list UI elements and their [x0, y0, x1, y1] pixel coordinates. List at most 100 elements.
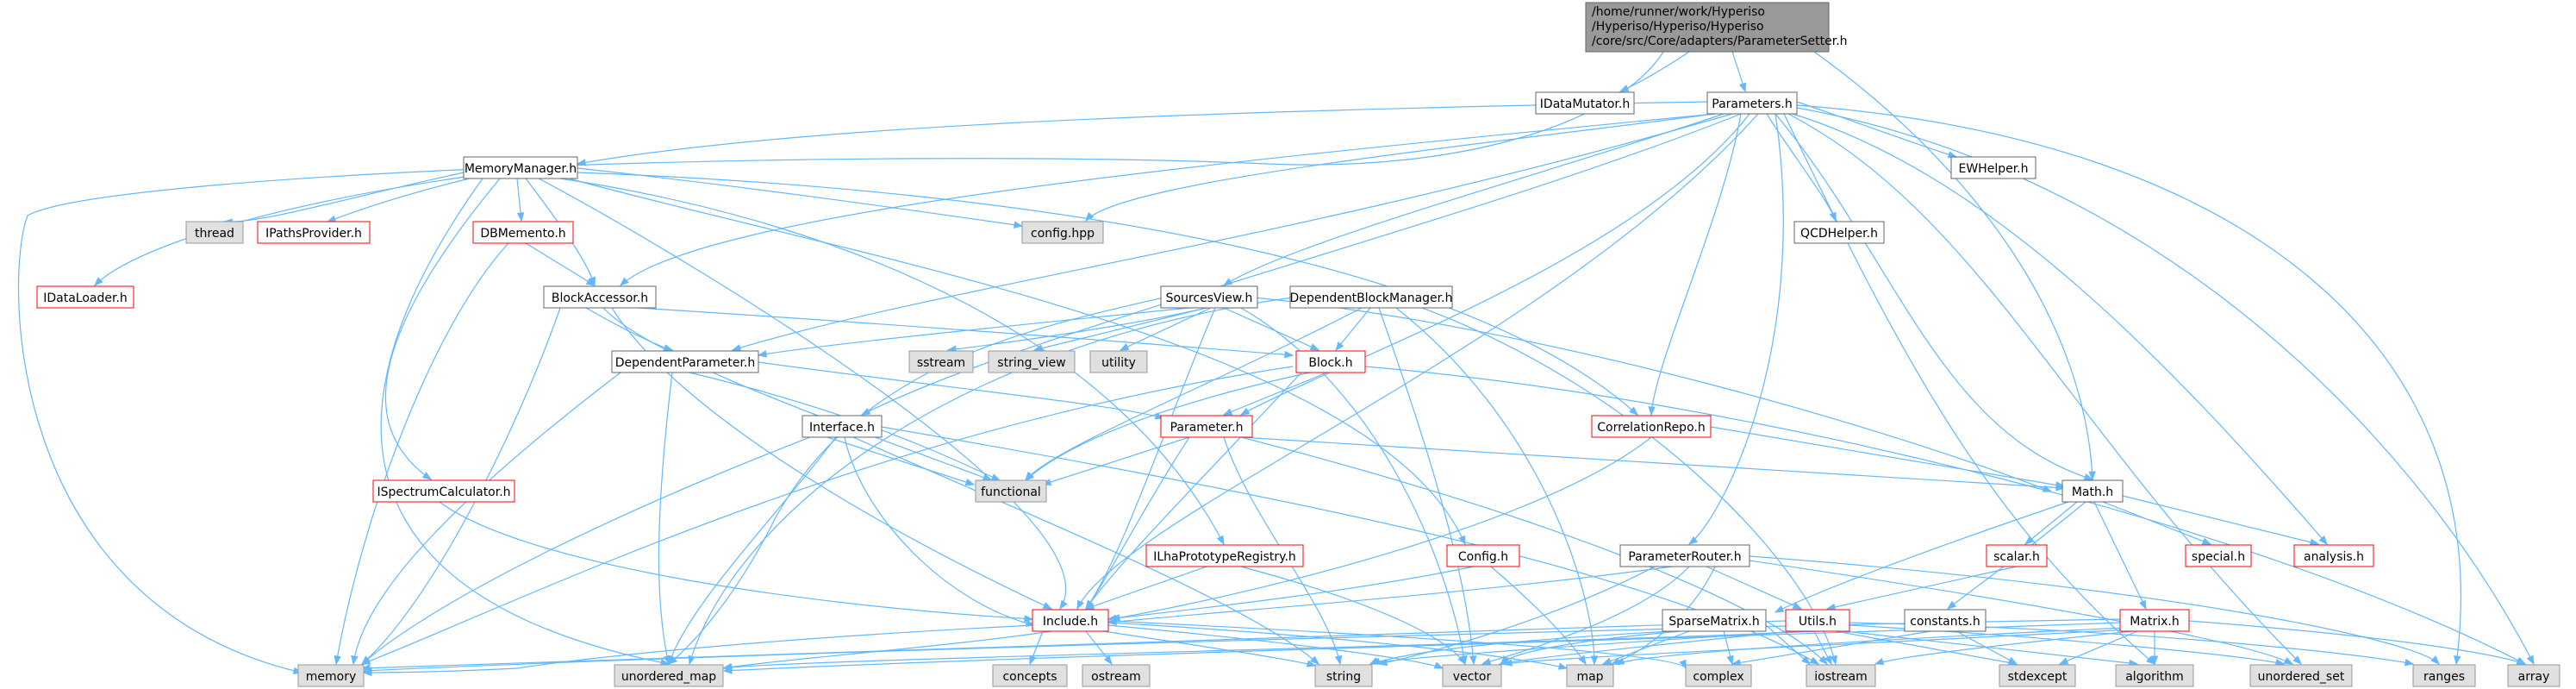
- dependency-edge: [439, 501, 1034, 623]
- node-interface-label: Interface.h: [809, 421, 875, 435]
- node-stdexcept-label: stdexcept: [2008, 670, 2068, 684]
- root-file-node[interactable]: /home/runner/work/Hyperiso /Hyperiso/Hyp…: [1585, 2, 1848, 53]
- node-config-hpp[interactable]: config.hpp: [1021, 221, 1104, 244]
- dependency-edge: [1946, 501, 2086, 610]
- dependency-edge: [1825, 566, 2018, 611]
- dependency-edge: [2093, 501, 2147, 611]
- node-ranges[interactable]: ranges: [2412, 664, 2476, 687]
- node-thread[interactable]: thread: [185, 221, 244, 244]
- node-idataloader[interactable]: IDataLoader.h: [36, 285, 134, 309]
- node-block[interactable]: Block.h: [1295, 350, 1366, 373]
- graph-edges: [17, 51, 2535, 677]
- node-scalar[interactable]: scalar.h: [1986, 544, 2048, 567]
- node-interface[interactable]: Interface.h: [801, 415, 883, 438]
- node-memorymanager[interactable]: MemoryManager.h: [463, 156, 578, 179]
- node-ilhaprototyperegistry[interactable]: ILhaPrototypeRegistry.h: [1145, 544, 1304, 567]
- node-ostream[interactable]: ostream: [1082, 664, 1151, 687]
- node-array-label: array: [2518, 670, 2550, 684]
- node-analysis-label: analysis.h: [2304, 550, 2364, 564]
- node-unordered-set[interactable]: unordered_set: [2249, 664, 2353, 687]
- node-dbmemento-label: DBMemento.h: [480, 227, 565, 241]
- dependency-edge: [1085, 113, 1716, 222]
- node-iostream[interactable]: iostream: [1806, 664, 1876, 687]
- dependency-edge: [576, 101, 1708, 166]
- dependency-edge: [1076, 113, 1759, 611]
- node-sstream[interactable]: sstream: [908, 350, 974, 373]
- dependency-edge: [1813, 630, 1832, 666]
- node-sourcesview-label: SourcesView.h: [1166, 291, 1253, 305]
- node-dependentparameter-label: DependentParameter.h: [615, 356, 756, 370]
- node-blockaccessor[interactable]: BlockAccessor.h: [543, 285, 657, 309]
- dependency-edge: [1032, 307, 1207, 352]
- node-memorymanager-label: MemoryManager.h: [465, 162, 577, 176]
- node-scalar-label: scalar.h: [1993, 550, 2040, 564]
- dependency-edge: [637, 307, 1294, 359]
- node-ispectrumcalculator-label: ISpectrumCalculator.h: [377, 485, 510, 499]
- dependency-edge: [1792, 113, 2328, 546]
- node-complex[interactable]: complex: [1685, 664, 1752, 687]
- dependency-edge: [577, 167, 1024, 229]
- dependency-edge: [826, 436, 976, 486]
- node-unordered-map[interactable]: unordered_map: [614, 664, 724, 687]
- node-array[interactable]: array: [2507, 664, 2560, 687]
- node-config-h[interactable]: Config.h: [1446, 544, 1520, 567]
- root-file-path-line-2: /Hyperiso/Hyperiso/Hyperiso: [1592, 20, 1764, 34]
- node-dependentblockmanager[interactable]: DependentBlockManager.h: [1289, 285, 1453, 309]
- dependency-edge: [334, 242, 509, 666]
- dependency-edge: [1378, 307, 1477, 666]
- dependency-edge: [731, 113, 1733, 352]
- node-map[interactable]: map: [1566, 664, 1614, 687]
- node-config-hpp-label: config.hpp: [1031, 227, 1095, 241]
- node-qcdhelper[interactable]: QCDHelper.h: [1793, 221, 1885, 244]
- node-include[interactable]: Include.h: [1032, 609, 1109, 632]
- node-matrix-label: Matrix.h: [2130, 615, 2179, 629]
- node-dependentparameter[interactable]: DependentParameter.h: [611, 350, 759, 373]
- node-string[interactable]: string: [1314, 664, 1373, 687]
- node-parameterrouter[interactable]: ParameterRouter.h: [1619, 544, 1750, 567]
- node-complex-label: complex: [1693, 670, 1743, 684]
- dependency-edge: [1502, 629, 2130, 667]
- node-math[interactable]: Math.h: [2061, 479, 2124, 503]
- dependency-edge: [1874, 630, 2134, 666]
- node-special[interactable]: special.h: [2185, 544, 2252, 567]
- node-special-label: special.h: [2192, 550, 2245, 564]
- dependency-edge: [1787, 113, 2302, 665]
- dependency-edge: [1029, 630, 1044, 666]
- node-thread-label: thread: [195, 227, 234, 241]
- node-parameter[interactable]: Parameter.h: [1160, 415, 1253, 438]
- node-dbmemento[interactable]: DBMemento.h: [472, 221, 574, 244]
- node-stdexcept[interactable]: stdexcept: [1999, 664, 2076, 687]
- node-sourcesview[interactable]: SourcesView.h: [1160, 285, 1258, 309]
- dependency-edge: [1421, 307, 1837, 666]
- node-map-label: map: [1576, 670, 1603, 684]
- node-memory[interactable]: memory: [297, 664, 365, 687]
- node-algorithm-label: algorithm: [2125, 670, 2184, 684]
- node-vector[interactable]: vector: [1442, 664, 1502, 687]
- node-functional[interactable]: functional: [975, 479, 1047, 503]
- dependency-edge: [222, 172, 465, 226]
- node-parameters[interactable]: Parameters.h: [1706, 91, 1798, 115]
- node-unordered-set-label: unordered_set: [2258, 670, 2345, 684]
- node-constants[interactable]: constants.h: [1904, 609, 1987, 632]
- node-algorithm[interactable]: algorithm: [2115, 664, 2194, 687]
- node-sparsematrix[interactable]: SparseMatrix.h: [1662, 609, 1767, 632]
- node-string-view[interactable]: string_view: [988, 350, 1076, 373]
- node-idatamutator[interactable]: IDataMutator.h: [1535, 91, 1635, 115]
- node-concepts[interactable]: concepts: [992, 664, 1068, 687]
- node-vector-label: vector: [1453, 670, 1492, 684]
- dependency-edge: [1222, 113, 1725, 286]
- node-correlationrepo[interactable]: CorrelationRepo.h: [1591, 415, 1712, 438]
- node-ewhelper[interactable]: EWHelper.h: [1950, 156, 2036, 179]
- node-analysis[interactable]: analysis.h: [2293, 544, 2374, 567]
- dependency-edge: [1370, 630, 1673, 665]
- node-ipathsprovider[interactable]: IPathsProvider.h: [257, 221, 371, 244]
- node-utility[interactable]: utility: [1089, 350, 1148, 373]
- node-matrix[interactable]: Matrix.h: [2119, 609, 2190, 632]
- node-include-label: Include.h: [1043, 615, 1098, 629]
- node-ispectrumcalculator[interactable]: ISpectrumCalculator.h: [372, 479, 515, 503]
- dependency-edge: [1240, 566, 1466, 666]
- dependency-edge: [1775, 113, 2094, 481]
- node-concepts-label: concepts: [1002, 670, 1057, 684]
- node-utils[interactable]: Utils.h: [1785, 609, 1850, 632]
